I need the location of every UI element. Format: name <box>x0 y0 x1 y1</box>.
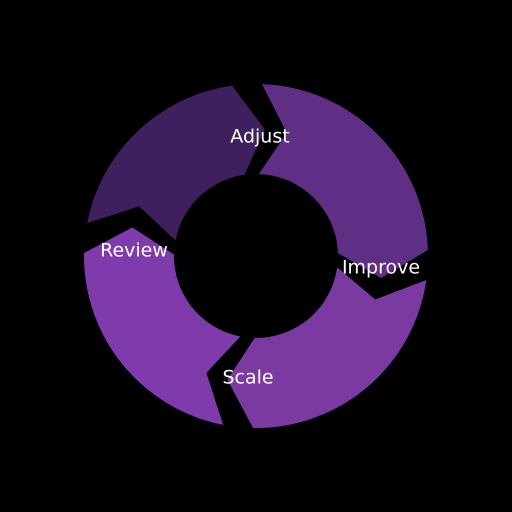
segment-adjust <box>258 84 428 279</box>
segment-label-review: Review <box>100 240 168 262</box>
segment-improve <box>227 267 427 428</box>
segment-label-adjust: Adjust <box>230 126 289 148</box>
segment-scale <box>84 227 241 425</box>
segment-label-scale: Scale <box>222 367 273 389</box>
segment-review <box>87 85 265 241</box>
segment-label-improve: Improve <box>342 257 420 279</box>
